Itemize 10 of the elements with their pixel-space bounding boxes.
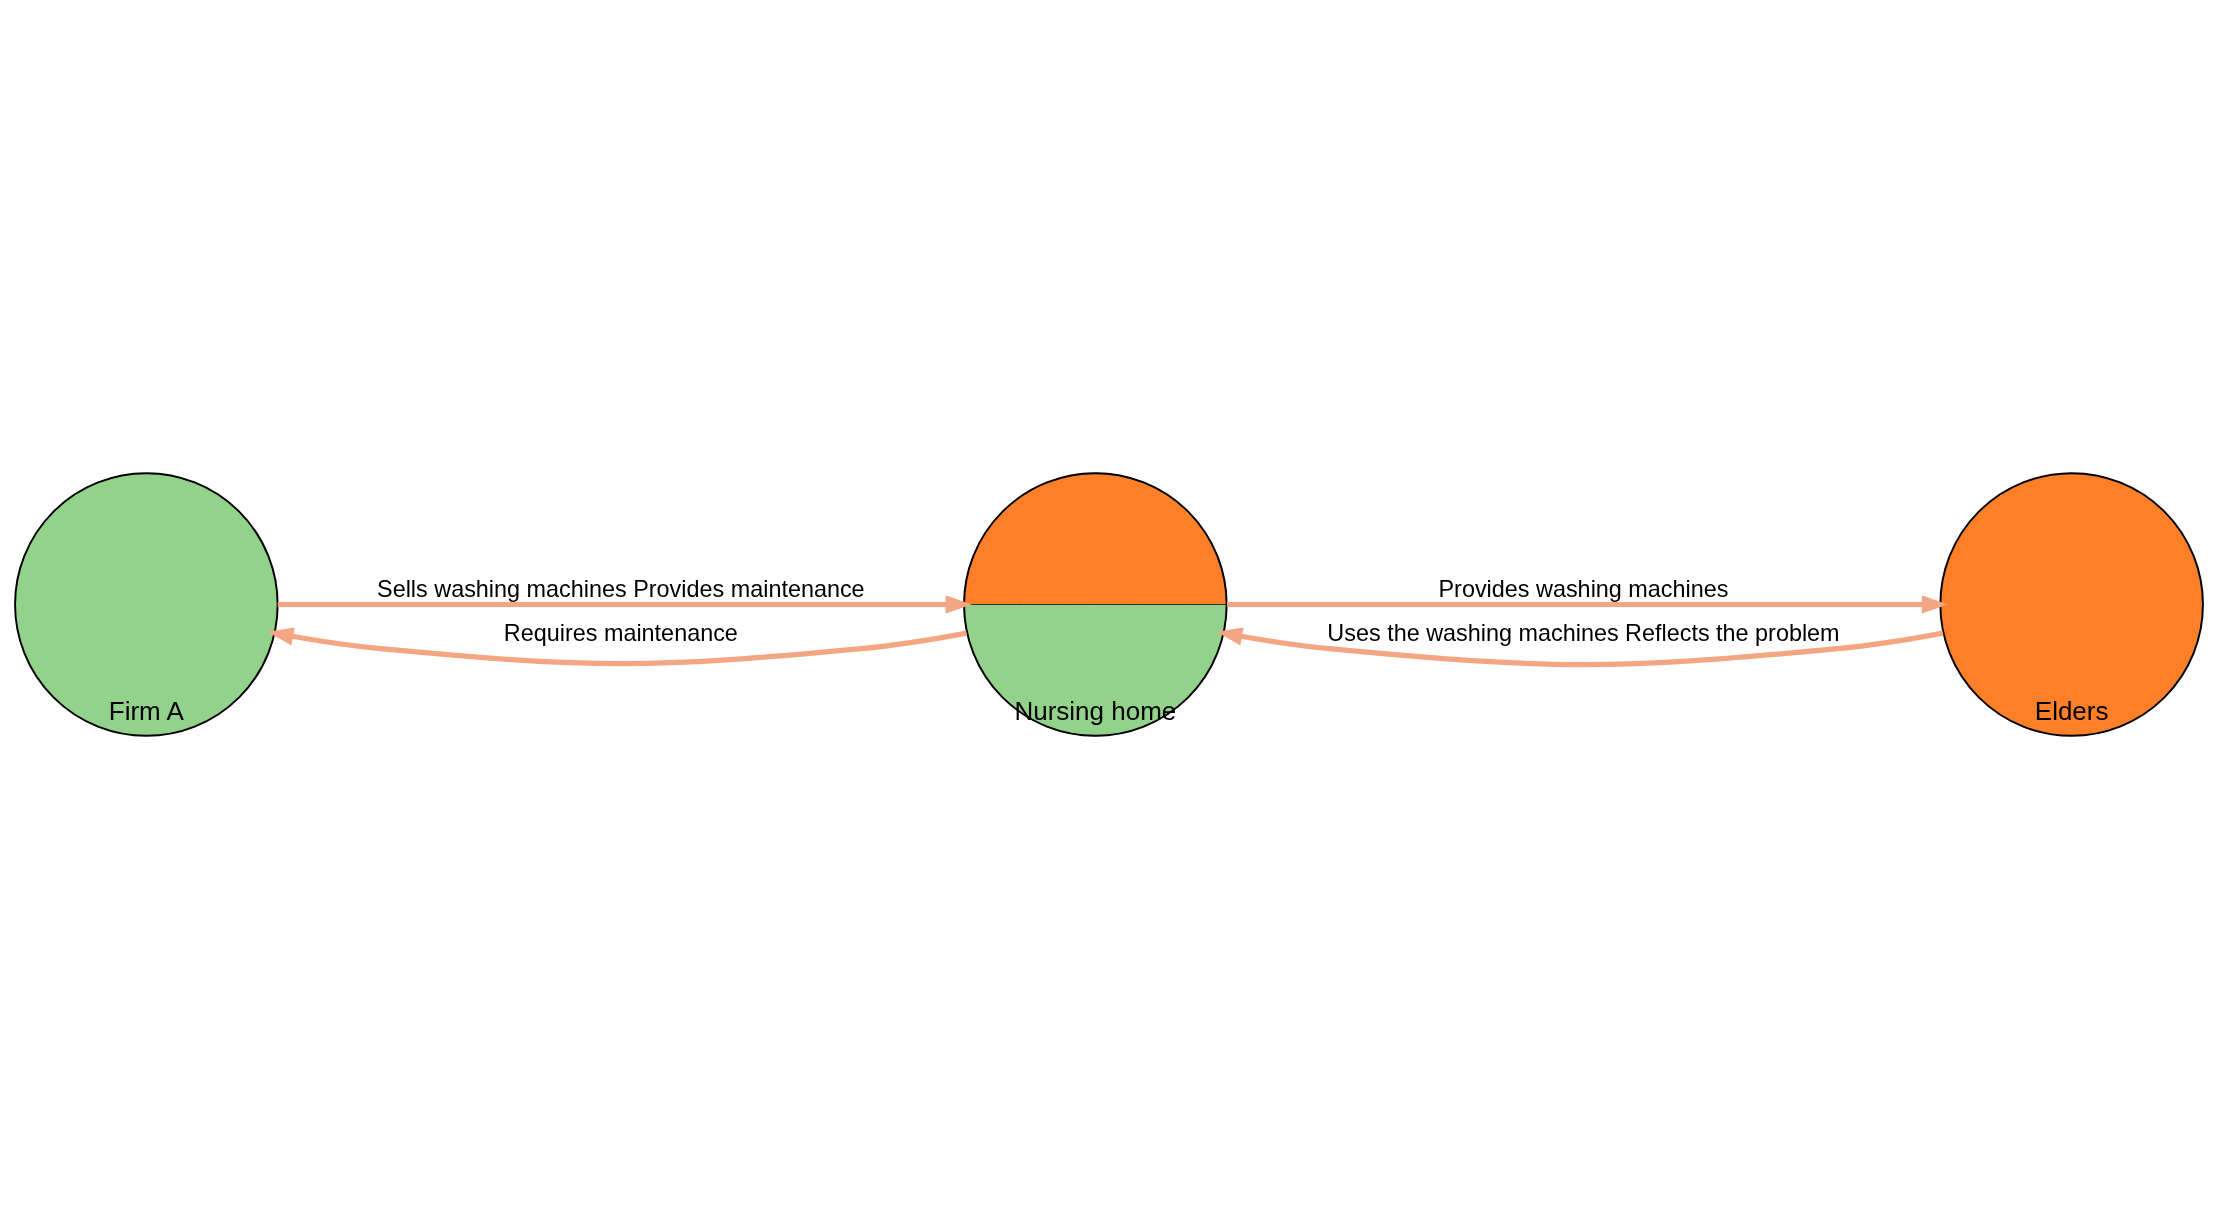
node-circle: Firm A <box>14 472 279 737</box>
edge-label: Requires maintenance <box>503 620 738 647</box>
node-circle: Elders <box>1939 472 2204 737</box>
arrow <box>1216 627 1944 668</box>
arrow <box>1226 595 1948 614</box>
edge-label: Provides washing machines <box>1438 576 1729 603</box>
arrow <box>277 595 972 614</box>
edge-label: Uses the washing machines Reflects the problem <box>1327 620 1840 647</box>
arrow <box>267 627 968 667</box>
edge-label: Sells washing machines Provides maintenance <box>377 576 865 603</box>
